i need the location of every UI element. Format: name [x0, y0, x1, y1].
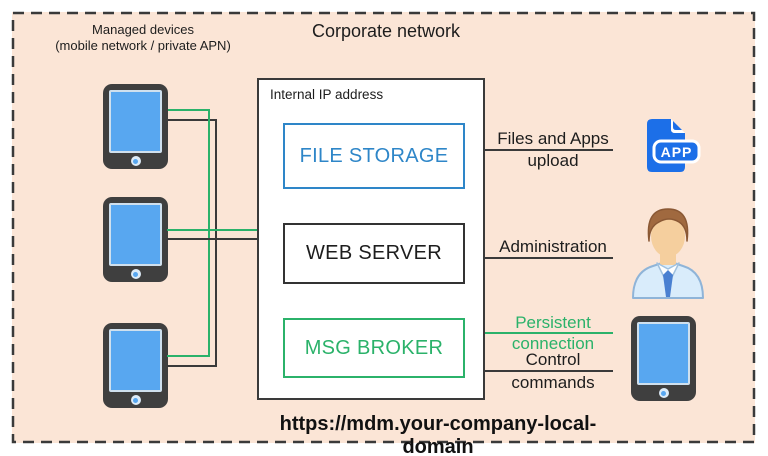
tablet-screen [637, 322, 690, 385]
device1-dark-line [168, 119, 217, 121]
device3-green-line [167, 355, 209, 357]
administration-line [485, 257, 613, 259]
tablet-device-icon-1 [103, 84, 168, 169]
tablet-screen [109, 203, 162, 266]
files-and-apps-label: Files and Apps [497, 129, 609, 148]
tablet-device-icon-2 [103, 197, 168, 282]
device3-dark-line [167, 365, 216, 367]
files-upload-line [485, 149, 613, 151]
tablet-device-icon-right [631, 316, 696, 401]
file-storage-box: FILE STORAGE [283, 123, 465, 189]
dark-bus-vertical [215, 119, 217, 367]
svg-text:APP: APP [661, 144, 693, 160]
internal-server-box: Internal IP address FILE STORAGE WEB SER… [257, 78, 485, 400]
mdm-url: https://mdm.your-company-local-domain [279, 413, 597, 456]
internal-ip-label: Internal IP address [270, 87, 384, 102]
commands-label: commands [511, 373, 595, 392]
tablet-screen [109, 329, 162, 392]
app-file-icon: APP [647, 119, 701, 172]
tablet-home-button [658, 388, 669, 398]
green-bus-vertical [208, 109, 210, 357]
device2-green-line [167, 229, 257, 231]
tablet-home-button [130, 395, 141, 405]
device1-green-line [168, 109, 210, 111]
persistent-connection-line [485, 332, 613, 334]
managed-devices-label: Managed devices (mobile network / privat… [40, 22, 246, 54]
tablet-screen [109, 90, 162, 153]
diagram-title: Corporate network [311, 21, 461, 41]
control-commands-line [485, 370, 613, 372]
admin-person-icon [632, 208, 704, 299]
persistent-label: Persistent [515, 313, 591, 332]
tablet-home-button [130, 269, 141, 279]
device2-dark-line [167, 238, 257, 240]
web-server-box: WEB SERVER [283, 223, 465, 284]
tablet-home-button [130, 156, 141, 166]
connection-label: connection [511, 334, 595, 353]
control-label: Control [525, 350, 581, 369]
tablet-device-icon-3 [103, 323, 168, 408]
upload-label: upload [527, 151, 579, 170]
managed-devices-line2: (mobile network / private APN) [55, 38, 231, 53]
msg-broker-box: MSG BROKER [283, 318, 465, 378]
managed-devices-line1: Managed devices [92, 22, 194, 37]
administration-label: Administration [499, 237, 607, 256]
